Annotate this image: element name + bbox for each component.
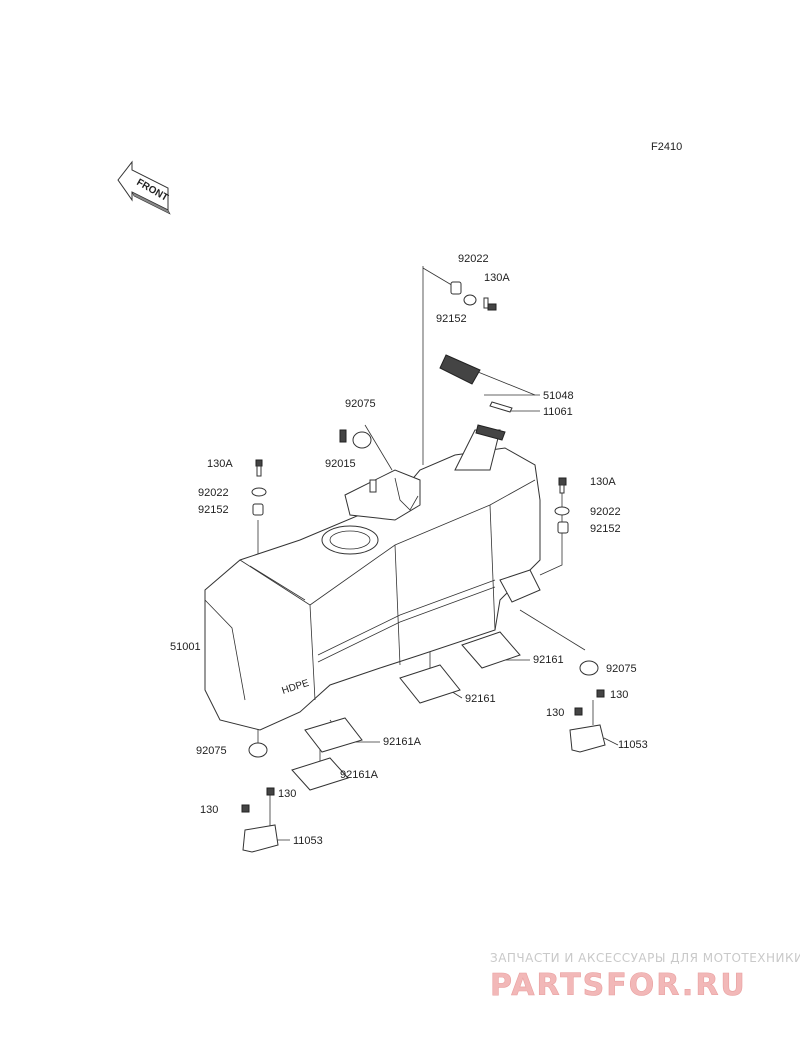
collar-92152-top bbox=[450, 281, 462, 295]
callout-51001: 51001 bbox=[170, 641, 201, 653]
bolt-130a-right bbox=[558, 477, 567, 494]
callout-92161a-upper: 92161A bbox=[383, 736, 422, 748]
watermark: ЗАПЧАСТИ И АКСЕССУАРЫ ДЛЯ МОТОТЕХНИКИ PA… bbox=[490, 951, 800, 1003]
gasket-11061 bbox=[489, 401, 513, 413]
callout-130a-right: 130A bbox=[590, 476, 616, 488]
callout-92075-right: 92075 bbox=[606, 663, 637, 675]
callout-130-left-a: 130 bbox=[278, 788, 296, 800]
damper-92075-left bbox=[248, 742, 268, 758]
callout-92015: 92015 bbox=[325, 458, 356, 470]
pad-92161a-lower bbox=[291, 757, 349, 791]
fuel-tank: HDPE bbox=[204, 424, 541, 731]
bracket-11053-right bbox=[569, 724, 606, 753]
washer-92022-right bbox=[554, 506, 570, 516]
callout-11061: 11061 bbox=[543, 406, 573, 418]
callout-92152-right: 92152 bbox=[590, 523, 621, 535]
bolt-130-right-a bbox=[596, 689, 605, 698]
pad-92161a-upper bbox=[304, 717, 363, 753]
callout-130a-top: 130A bbox=[484, 272, 510, 284]
pad-92161-right bbox=[461, 631, 521, 669]
callout-labels: 92022 130A 92152 51048 11061 92075 92015… bbox=[170, 253, 648, 847]
bolt-130a-top bbox=[483, 297, 497, 311]
callout-130-left-b: 130 bbox=[200, 804, 218, 816]
bolt-130a-left bbox=[255, 459, 263, 477]
pad-92161-middle bbox=[399, 664, 461, 704]
callout-92161-right: 92161 bbox=[533, 654, 564, 666]
bolt-130-left-a bbox=[241, 804, 250, 813]
callout-92152-top: 92152 bbox=[436, 313, 467, 325]
bolt-92015 bbox=[339, 429, 347, 443]
hardware-parts bbox=[241, 281, 606, 853]
front-arrow-icon: FRONT bbox=[117, 160, 171, 215]
damper-92075-top bbox=[352, 431, 372, 449]
washer-92022-left bbox=[251, 487, 267, 497]
callout-92161a-lower: 92161A bbox=[340, 769, 379, 781]
seal-51048 bbox=[439, 354, 481, 385]
bolt-130-left-b bbox=[266, 787, 275, 796]
callout-92022-right: 92022 bbox=[590, 506, 621, 518]
bracket-11053-left bbox=[242, 824, 279, 853]
callout-51048: 51048 bbox=[543, 390, 574, 402]
callout-11053-right: 11053 bbox=[618, 739, 648, 751]
callout-92022-top: 92022 bbox=[458, 253, 489, 265]
collar-92152-right bbox=[557, 521, 569, 534]
callout-92152-left: 92152 bbox=[198, 504, 229, 516]
collar-92152-left bbox=[252, 503, 264, 516]
callout-130a-left: 130A bbox=[207, 458, 233, 470]
callout-130-right-b: 130 bbox=[546, 707, 564, 719]
callout-92022-left: 92022 bbox=[198, 487, 229, 499]
callout-92075-left: 92075 bbox=[196, 745, 227, 757]
damper-92075-right bbox=[579, 660, 599, 676]
callout-92075-top: 92075 bbox=[345, 398, 376, 410]
watermark-tagline: ЗАПЧАСТИ И АКСЕССУАРЫ ДЛЯ МОТОТЕХНИКИ bbox=[490, 951, 800, 965]
bolt-130-right-b bbox=[574, 707, 583, 716]
watermark-brand: PARTSFOR.RU bbox=[490, 968, 747, 1003]
callout-11053-left: 11053 bbox=[293, 835, 323, 847]
callout-130-right-a: 130 bbox=[610, 689, 628, 701]
diagram-code: F2410 bbox=[651, 141, 682, 153]
callout-92161-middle: 92161 bbox=[465, 693, 496, 705]
washer-92022-top bbox=[463, 294, 477, 306]
